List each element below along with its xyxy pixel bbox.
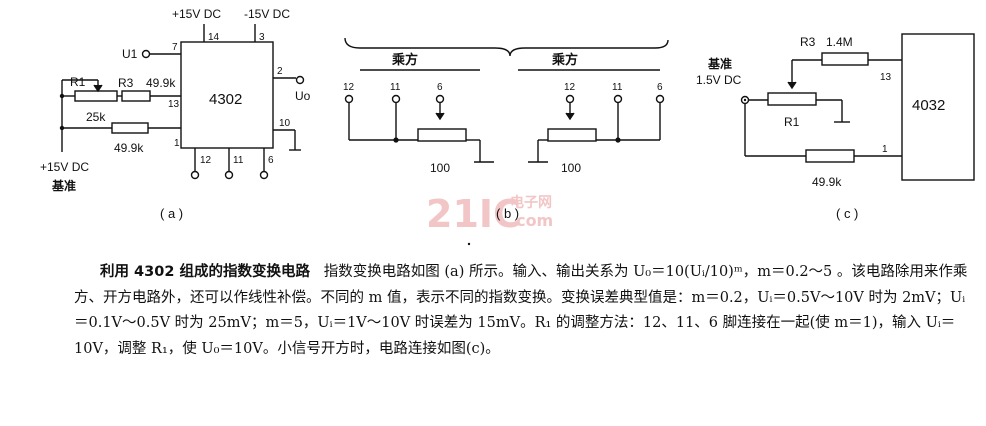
watermark: 21IC 电子网 .com bbox=[426, 192, 553, 236]
fig-c-ref: 基准 bbox=[707, 56, 732, 71]
r-bottom-a bbox=[111, 122, 149, 134]
fig-a-supply-neg: -15V DC bbox=[244, 7, 290, 21]
fig-a-pin6: 6 bbox=[268, 155, 274, 166]
fig-a-r3-val: 49.9k bbox=[146, 76, 176, 90]
fig-a-pin11: 11 bbox=[233, 155, 244, 166]
fig-b-left-pin-12: 12 bbox=[343, 82, 355, 93]
fig-b-left-title: 乘方 bbox=[391, 52, 418, 68]
fig-a-r-bottom-val: 49.9k bbox=[114, 141, 144, 155]
caption-paragraph: 利用 4302 组成的指数变换电路 指数变换电路如图 (a) 所示。输入、输出关… bbox=[74, 260, 974, 362]
fig-c-pin13: 13 bbox=[880, 72, 892, 83]
fig-a-uo: Uo bbox=[295, 89, 311, 103]
fig-a-circuit bbox=[61, 24, 305, 180]
fig-a-supply-pos: +15V DC bbox=[172, 7, 221, 21]
separator-dot bbox=[467, 242, 471, 246]
watermark-main: 21IC bbox=[426, 192, 521, 236]
caption: 利用 4302 组成的指数变换电路 指数变换电路如图 (a) 所示。输入、输出关… bbox=[74, 260, 974, 362]
watermark-sub1: 电子网 bbox=[510, 194, 552, 211]
fig-c-pin1: 1 bbox=[882, 144, 888, 155]
chip-4302-body bbox=[180, 41, 274, 149]
fig-b-label: ( b ) bbox=[496, 206, 519, 221]
fig-b-circuit bbox=[344, 37, 669, 163]
fig-a-pin2: 2 bbox=[277, 66, 283, 77]
fig-b-right-val: 100 bbox=[561, 161, 581, 175]
fig-b-left-pin-11: 11 bbox=[390, 82, 401, 93]
fig-c-r3-val: 1.4M bbox=[826, 35, 853, 49]
fig-a-pin13: 13 bbox=[168, 99, 180, 110]
fig-a-r1-val: 25k bbox=[86, 110, 106, 124]
fig-b-right-pin-6: 6 bbox=[657, 82, 663, 93]
caption-title: 利用 4302 组成的指数变换电路 bbox=[100, 264, 310, 280]
fig-a-label: ( a ) bbox=[160, 206, 183, 221]
fig-c-r3: R3 bbox=[800, 35, 816, 49]
watermark-sub2: .com bbox=[510, 211, 553, 230]
circuit-diagram: 21IC 电子网 .com +15V DC -15V DC 14 3 7 U1 … bbox=[40, 7, 975, 246]
fig-b-left-val: 100 bbox=[430, 161, 450, 175]
r1-pot-c bbox=[767, 92, 817, 106]
caption-body: 指数变换电路如图 (a) 所示。输入、输出关系为 U₀＝10(Uᵢ/10)ᵐ，m… bbox=[74, 264, 968, 357]
fig-a-pin10: 10 bbox=[279, 118, 291, 129]
fig-c-label: ( c ) bbox=[836, 206, 858, 221]
fig-c-r-bottom-val: 49.9k bbox=[812, 175, 842, 189]
r-bottom-c bbox=[805, 149, 855, 163]
chip-4032-body bbox=[901, 33, 975, 181]
fig-a-pin12: 12 bbox=[200, 155, 212, 166]
fig-c-volt: 1.5V DC bbox=[696, 73, 742, 87]
r1-pot-a bbox=[74, 90, 118, 102]
fig-a-r1: R1 bbox=[70, 75, 86, 89]
fig-a-u1: U1 bbox=[122, 47, 138, 61]
fig-a-pin1: 1 bbox=[174, 138, 180, 149]
fig-a-r3: R3 bbox=[118, 76, 134, 90]
fig-a-supply-bottom: +15V DC bbox=[40, 160, 89, 174]
pot-b-right bbox=[547, 128, 597, 142]
fig-a-ref: 基准 bbox=[51, 178, 76, 193]
pot-b-left bbox=[417, 128, 467, 142]
fig-a-pin7: 7 bbox=[172, 42, 178, 53]
fig-b-right-title: 乘方 bbox=[551, 52, 578, 68]
fig-a-chip: 4302 bbox=[209, 91, 242, 108]
r3-a bbox=[121, 90, 151, 102]
fig-a-pin14: 14 bbox=[208, 32, 220, 43]
fig-b-right-pin-12: 12 bbox=[564, 82, 576, 93]
fig-a-pin3: 3 bbox=[259, 32, 265, 43]
r3-c bbox=[821, 52, 869, 66]
fig-c-chip: 4032 bbox=[912, 97, 945, 114]
fig-c-circuit bbox=[740, 33, 975, 181]
fig-b-right-pin-11: 11 bbox=[612, 82, 623, 93]
fig-c-r1: R1 bbox=[784, 115, 800, 129]
fig-b-left-pin-6: 6 bbox=[437, 82, 443, 93]
